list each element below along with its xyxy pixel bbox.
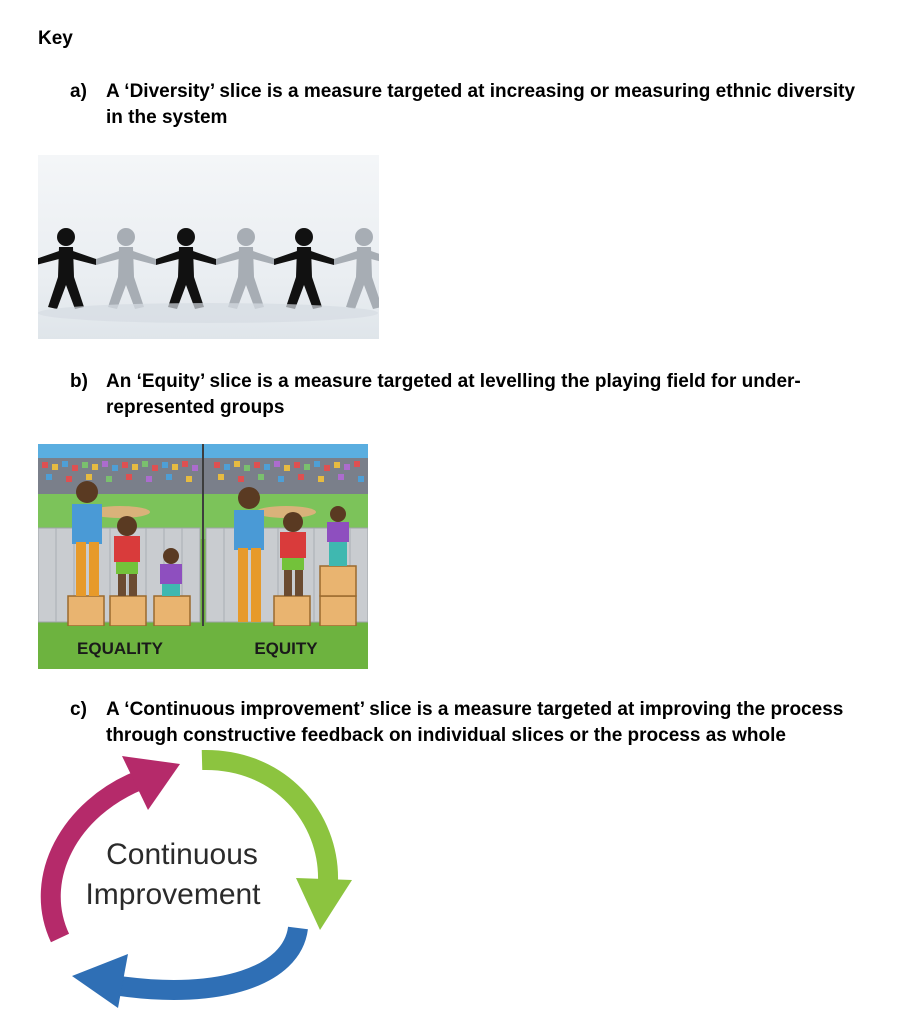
- diversity-image: [38, 155, 379, 339]
- key-heading: Key: [38, 28, 73, 49]
- cycle-label-line-1: Continuous: [106, 838, 258, 871]
- cycle-label-line-2: Improvement: [85, 878, 261, 911]
- item-description: A ‘Continuous improvement’ slice is a me…: [106, 697, 843, 749]
- key-item-equity: b) An ‘Equity’ slice is a measure target…: [70, 369, 890, 429]
- item-marker: a): [70, 81, 87, 102]
- item-marker: b): [70, 371, 88, 392]
- equality-equity-image: EQUALITY EQUITY: [38, 444, 368, 669]
- item-line-2: in the system: [106, 107, 228, 128]
- item-marker: c): [70, 699, 87, 720]
- item-line-2: through constructive feedback on individ…: [106, 725, 786, 746]
- item-line-2: represented groups: [106, 397, 285, 418]
- item-line-1: A ‘Continuous improvement’ slice is a me…: [106, 699, 844, 720]
- continuous-improvement-cycle: Continuous Improvement: [30, 748, 360, 1008]
- item-line-1: A ‘Diversity’ slice is a measure targete…: [106, 81, 856, 102]
- key-item-continuous-improvement: c) A ‘Continuous improvement’ slice is a…: [70, 697, 890, 757]
- equality-label: EQUALITY: [77, 639, 164, 658]
- item-description: An ‘Equity’ slice is a measure targeted …: [106, 369, 801, 421]
- item-line-1: An ‘Equity’ slice is a measure targeted …: [106, 371, 801, 392]
- equity-label: EQUITY: [254, 639, 318, 658]
- key-item-diversity: a) A ‘Diversity’ slice is a measure targ…: [70, 79, 890, 139]
- item-description: A ‘Diversity’ slice is a measure targete…: [106, 79, 855, 131]
